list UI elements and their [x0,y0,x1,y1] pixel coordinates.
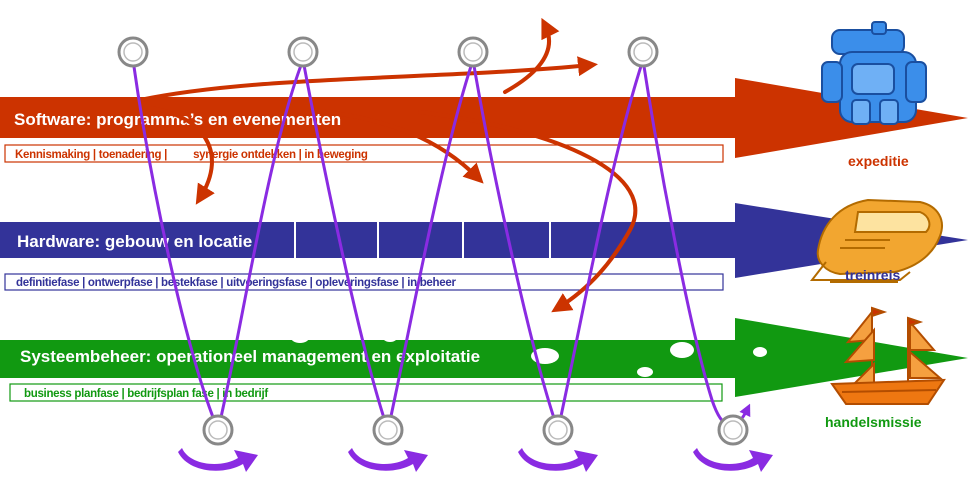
systeembeheer-lane: Systeembeheer: operationeel management e… [0,318,968,402]
feedback-arrow-long [418,110,638,313]
cycle-arrow-icon [693,448,773,472]
software-lane-title: Software: programma’s en evenementen [14,110,341,129]
ring-top-4 [627,36,659,68]
cheese-holes [33,326,767,377]
ring-bottom-4 [717,414,749,446]
theme-treinreis: treinreis [809,198,943,283]
hardware-phase-box [4,273,724,291]
ship-icon [830,306,946,405]
ring-bottom-2 [372,414,404,446]
feedback-arrow-down-left [148,106,215,205]
theme-expeditie: expeditie [821,21,927,169]
software-phase-text: Kennismaking | toenadering | synergie on… [15,149,368,161]
cycle-arrow-icon [178,448,258,472]
hardware-lane: Hardware: gebouw en locatie definitiefas… [0,203,968,291]
feedback-arrow-up [138,56,598,102]
backpack-icon [821,21,927,125]
milestone-ring-centers [123,42,743,440]
hardware-lane-title: Hardware: gebouw en locatie [17,232,252,251]
ring-bottom-1 [202,414,234,446]
hardware-phase-text: definitiefase | ontwerpfase | bestekfase… [16,277,456,289]
hardware-arrow [0,203,968,278]
ring-bottom-3 [542,414,574,446]
milestone-rings [117,36,749,446]
systeembeheer-arrow [0,318,968,397]
feedback-arrows [138,17,638,313]
theme-expeditie-label: expeditie [848,153,909,169]
feedback-arrow-mid [308,108,484,184]
feedback-arrow-top [503,17,560,94]
ring-top-1 [117,36,149,68]
systeembeheer-lane-title: Systeembeheer: operationeel management e… [20,347,480,366]
cycle-arrows [178,448,773,472]
systeembeheer-phase-text: business planfase | bedrijfsplan fase | … [24,388,268,400]
cycle-arrow-icon [348,448,428,472]
hardware-segment-dividers [294,222,551,258]
train-icon [809,198,943,283]
ring-top-2 [287,36,319,68]
ring-top-3 [457,36,489,68]
theme-handelsmissie: handelsmissie [825,306,946,430]
cycle-arrow-icon [518,448,598,472]
theme-handelsmissie-label: handelsmissie [825,414,922,430]
theme-treinreis-label: treinreis [845,267,900,283]
iteration-spiral [131,54,751,436]
software-phase-box [4,144,724,163]
